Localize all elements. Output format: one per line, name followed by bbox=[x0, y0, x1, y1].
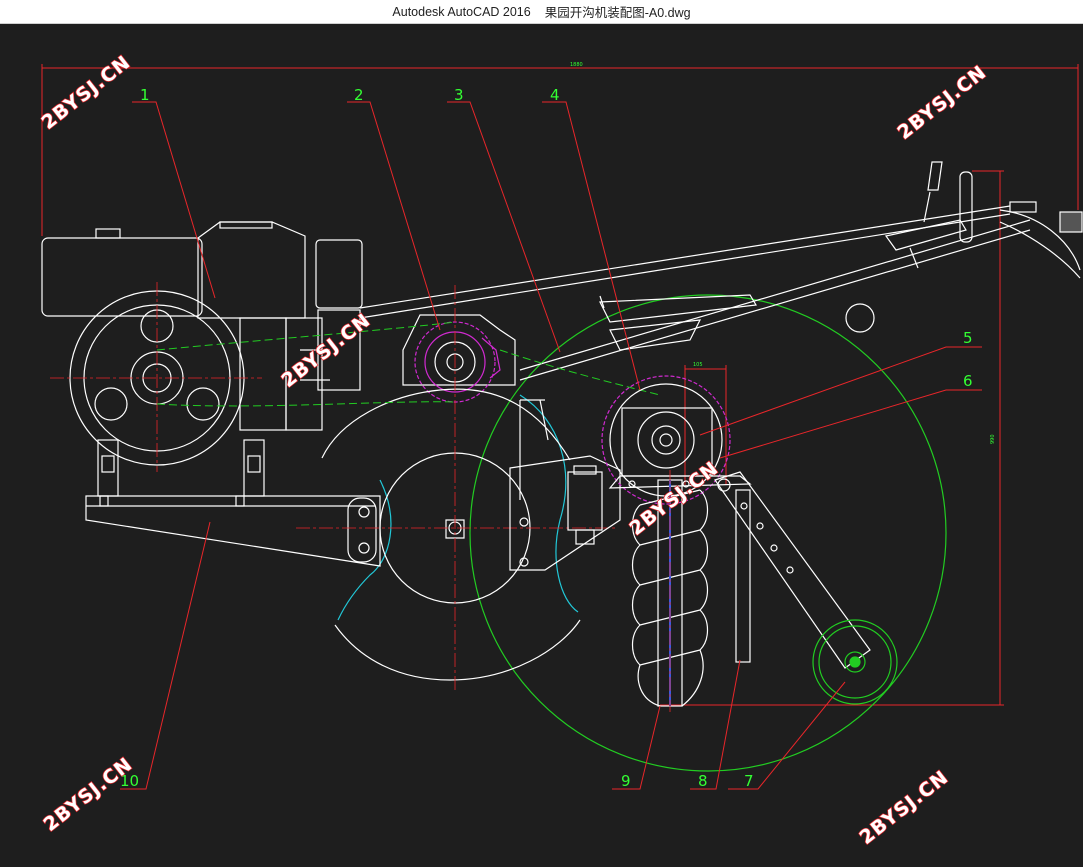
callout-7: 7 bbox=[744, 772, 754, 790]
window-titlebar: Autodesk AutoCAD 2016 果园开沟机装配图-A0.dwg bbox=[0, 0, 1083, 24]
callout-9: 9 bbox=[621, 772, 631, 790]
engine-centerlines bbox=[50, 282, 262, 472]
ditching-range-circle bbox=[469, 294, 947, 772]
cutter-profile-curve bbox=[337, 394, 579, 621]
dim-offset-label: 105 bbox=[693, 362, 703, 368]
depth-wheel-arm bbox=[714, 471, 871, 669]
dim-height-label: 990 bbox=[990, 434, 996, 444]
drawing-svg[interactable]: 1880 990 105 bbox=[0, 24, 1083, 867]
watermark-top-left: 2BYSJ.CN bbox=[38, 51, 135, 134]
callout-2: 2 bbox=[354, 86, 364, 104]
share-plate bbox=[735, 489, 751, 663]
mounting-bracket bbox=[509, 399, 621, 571]
callout-6: 6 bbox=[963, 372, 973, 390]
watermark-bottom-right: 2BYSJ.CN bbox=[856, 766, 953, 849]
dimension-lines bbox=[41, 64, 1079, 706]
cutter-centerlines bbox=[296, 285, 618, 690]
leader-lines bbox=[120, 101, 982, 790]
watermarks: 2BYSJ.CN 2BYSJ.CN 2BYSJ.CN 2BYSJ.CN 2BYS… bbox=[37, 50, 992, 849]
cutter-disc bbox=[321, 388, 581, 681]
dim-length-label: 1880 bbox=[570, 62, 583, 68]
watermark-top-right: 2BYSJ.CN bbox=[894, 61, 991, 144]
chain-path bbox=[156, 321, 661, 407]
callout-5: 5 bbox=[963, 329, 973, 347]
callout-3: 3 bbox=[454, 86, 464, 104]
frame-base bbox=[85, 495, 381, 567]
callout-10: 10 bbox=[120, 772, 139, 790]
callout-1: 1 bbox=[140, 86, 150, 104]
app-title: Autodesk AutoCAD 2016 bbox=[392, 4, 531, 19]
watermark-bottom-left: 2BYSJ.CN bbox=[40, 753, 137, 836]
callout-8: 8 bbox=[698, 772, 708, 790]
handle-beams bbox=[359, 161, 1083, 381]
drawing-canvas[interactable]: 1880 990 105 bbox=[0, 24, 1083, 867]
callout-4: 4 bbox=[550, 86, 560, 104]
file-name: 果园开沟机装配图-A0.dwg bbox=[544, 6, 691, 20]
depth-wheel bbox=[812, 619, 898, 705]
gearbox bbox=[601, 375, 752, 505]
callout-numbers: 1 2 3 4 5 6 7 8 9 10 bbox=[120, 86, 973, 790]
